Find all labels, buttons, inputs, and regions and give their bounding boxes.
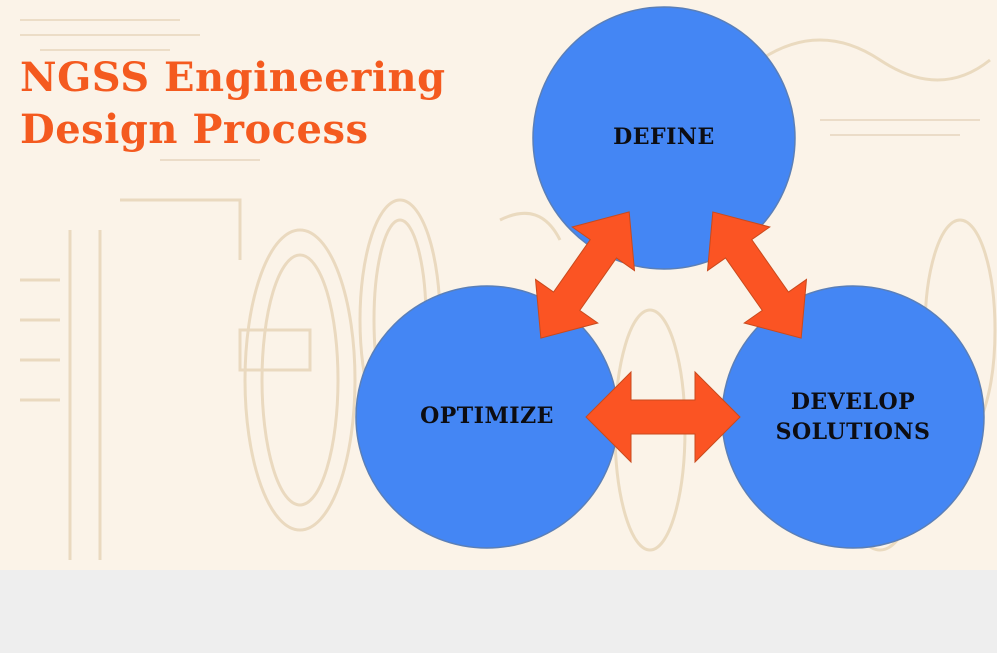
process-diagram xyxy=(355,6,985,549)
optimize-label: OPTIMIZE xyxy=(387,401,587,431)
optimize-label-line-1: OPTIMIZE xyxy=(420,403,554,429)
develop-label-line-1: DEVELOP xyxy=(790,389,916,415)
page-title: NGSS Engineering Design Process xyxy=(20,52,490,156)
arrow-optimize-develop xyxy=(585,370,741,464)
arrow-define-optimize xyxy=(534,211,636,339)
define-circle xyxy=(532,6,796,270)
title-line-1: NGSS Engineering xyxy=(20,54,446,101)
develop-label-line-2: SOLUTIONS xyxy=(775,419,931,445)
define-label-line-1: DEFINE xyxy=(613,124,715,150)
title-line-2: Design Process xyxy=(20,106,369,153)
develop-solutions-label: DEVELOP SOLUTIONS xyxy=(733,387,973,447)
arrow-define-develop xyxy=(706,211,808,339)
define-label: DEFINE xyxy=(564,122,764,152)
slide: NGSS Engineering Design Process DEFINE O… xyxy=(0,0,997,570)
bottom-bar xyxy=(0,570,997,653)
